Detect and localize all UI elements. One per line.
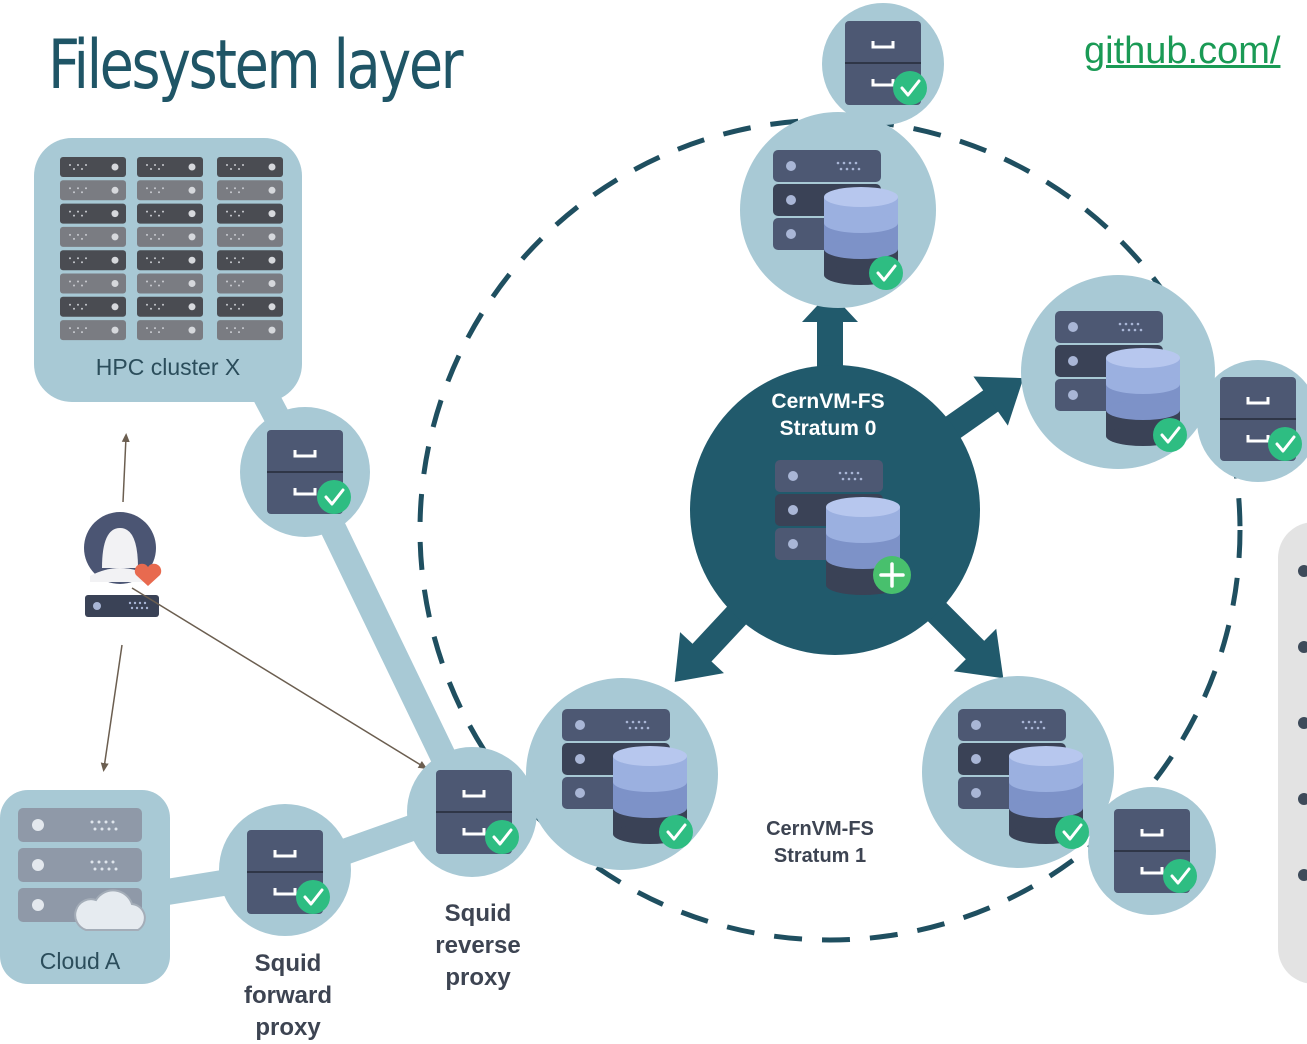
bullet-point	[1298, 869, 1307, 881]
user-heart-icon	[84, 512, 162, 617]
squid-forward-proxy-node	[219, 804, 351, 936]
check-icon	[1151, 416, 1189, 454]
cloud-node	[0, 790, 170, 984]
check-icon	[1266, 425, 1304, 463]
rack-unit	[217, 157, 283, 177]
rack-unit	[217, 273, 283, 294]
server-database-plus-icon	[775, 460, 911, 595]
github-link[interactable]: github.com/	[1084, 30, 1281, 72]
check-icon	[483, 818, 521, 856]
rack-unit	[60, 320, 126, 341]
rack-unit	[217, 296, 283, 317]
stratum1-node-lowleft	[526, 678, 718, 870]
rack-unit	[137, 226, 203, 247]
rack-unit	[217, 203, 283, 224]
check-icon	[1053, 813, 1091, 851]
rack-unit	[217, 250, 283, 271]
cloud-label: Cloud A	[39, 948, 121, 974]
stratum1-node-top	[740, 112, 936, 308]
proxy-node-right	[1197, 360, 1307, 482]
check-icon	[867, 254, 905, 292]
stratum0-arrows	[674, 292, 1024, 682]
check-icon	[1161, 857, 1199, 895]
rack-unit	[137, 203, 203, 224]
hpc-cluster-node	[34, 138, 302, 402]
rack-unit	[137, 273, 203, 294]
rack-unit	[137, 250, 203, 271]
rack-unit	[60, 250, 126, 271]
rack-unit	[137, 157, 203, 177]
check-icon	[315, 478, 353, 516]
squid-reverse-label: Squid reverse proxy	[435, 900, 521, 991]
rack-unit	[60, 273, 126, 294]
rack-unit	[217, 320, 283, 341]
rack-unit	[60, 157, 126, 177]
squid-forward-label: Squid forward proxy	[243, 950, 332, 1041]
page-title: Filesystem layer	[48, 26, 464, 105]
stratum1-node-right	[1021, 275, 1215, 469]
rack-unit	[60, 203, 126, 224]
stratum0-label: CernVM-FS Stratum 0	[771, 390, 885, 440]
rack-unit	[60, 296, 126, 317]
bullet-point	[1298, 717, 1307, 729]
proxy-node-hpc	[240, 407, 370, 537]
rack-unit	[137, 180, 203, 201]
stratum1-label: CernVM-FS Stratum 1	[766, 818, 874, 867]
side-panel	[1278, 522, 1307, 984]
rack-unit	[137, 296, 203, 317]
stratum1-node-lowright	[922, 676, 1114, 868]
rack-unit	[60, 180, 126, 201]
rack-unit	[217, 180, 283, 201]
squid-reverse-proxy-node	[407, 747, 537, 877]
proxy-node-lowright	[1088, 787, 1216, 915]
check-icon	[891, 69, 929, 107]
bullet-point	[1298, 641, 1307, 653]
proxy-node-top	[822, 3, 944, 125]
hpc-label: HPC cluster X	[95, 354, 241, 380]
bullet-point	[1298, 793, 1307, 805]
check-icon	[294, 878, 332, 916]
rack-unit	[217, 226, 283, 247]
check-icon	[657, 813, 695, 851]
rack-unit	[137, 320, 203, 341]
server-rack-icon	[60, 157, 283, 341]
user-arrows	[100, 433, 428, 772]
cloud-server-icon	[18, 808, 146, 931]
rack-unit	[60, 226, 126, 247]
bullet-point	[1298, 565, 1307, 577]
